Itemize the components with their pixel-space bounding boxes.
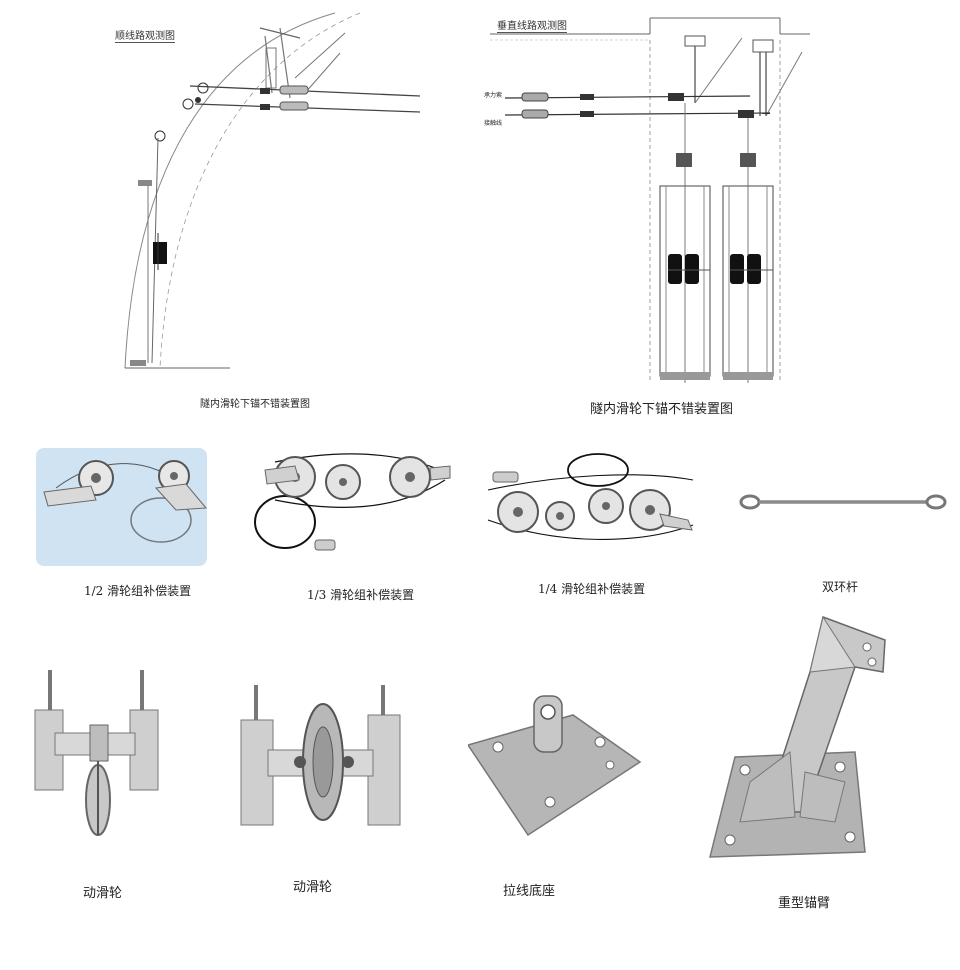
movable-pulley-2-label: 动滑轮 [293, 880, 333, 895]
third-pulley-image [245, 452, 455, 562]
perpendicular-line-diagram [480, 8, 810, 388]
quarter-pulley-label: 1/4 滑轮组补偿装置 [538, 582, 646, 596]
half-pulley-label: 1/2 滑轮组补偿装置 [84, 584, 192, 598]
movable-pulley-1-label: 动滑轮 [83, 886, 123, 901]
movable-pulley-1-image [30, 665, 165, 840]
along-line-caption: 隧内滑轮下锚不错装置图 [200, 399, 310, 410]
heavy-anchor-arm-label: 重型锚臂 [778, 896, 831, 911]
wire-label-messenger: 承力索 [484, 92, 503, 99]
wire-label-contact: 接触线 [484, 120, 503, 127]
guy-wire-base-image [468, 690, 643, 838]
double-ring-rod-image [738, 488, 948, 518]
movable-pulley-2-image [238, 680, 413, 830]
heavy-anchor-arm-image [705, 612, 890, 862]
half-pulley-image [36, 448, 207, 566]
quarter-pulley-image [478, 450, 703, 550]
third-pulley-label: 1/3 滑轮组补偿装置 [307, 588, 415, 602]
double-ring-rod-label: 双环杆 [822, 580, 859, 594]
perpendicular-line-caption: 隧内滑轮下锚不错装置图 [590, 402, 734, 417]
along-line-title: 顺线路观测图 [115, 27, 175, 43]
guy-wire-base-label: 拉线底座 [503, 884, 556, 899]
perpendicular-line-title: 垂直线路观测图 [497, 17, 567, 33]
along-line-diagram [100, 8, 430, 378]
